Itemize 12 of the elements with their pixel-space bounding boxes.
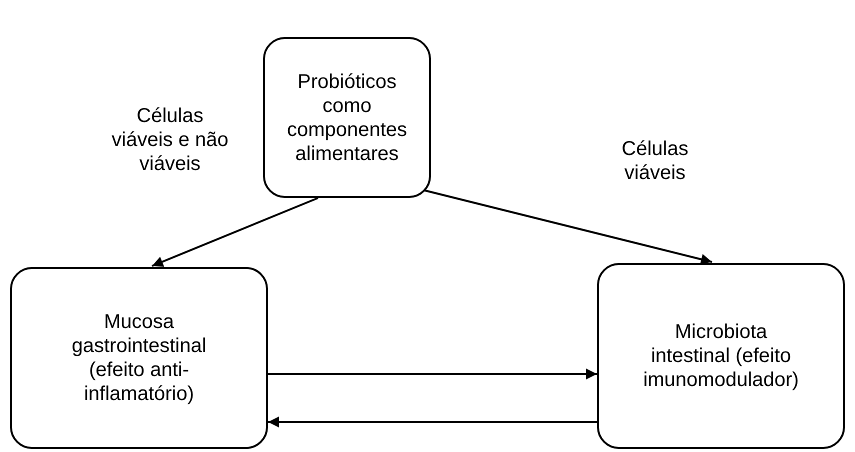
edge-label: Células viáveis e não viáveis	[110, 104, 230, 176]
arrow	[152, 197, 318, 267]
edge-label: Células viáveis	[620, 137, 690, 185]
box-text: Probióticos como componentes alimentares	[286, 70, 408, 166]
rounded-box	[597, 263, 845, 449]
rounded-box	[10, 267, 268, 449]
arrow	[422, 189, 712, 265]
arrow	[268, 368, 597, 380]
arrow	[268, 416, 597, 428]
rounded-box	[263, 37, 431, 198]
box-text: Microbiota intestinal (efeito imunomodulador)	[643, 320, 799, 392]
box-text: Mucosa gastrointestinal (efeito anti-inflamatório)	[70, 310, 208, 406]
